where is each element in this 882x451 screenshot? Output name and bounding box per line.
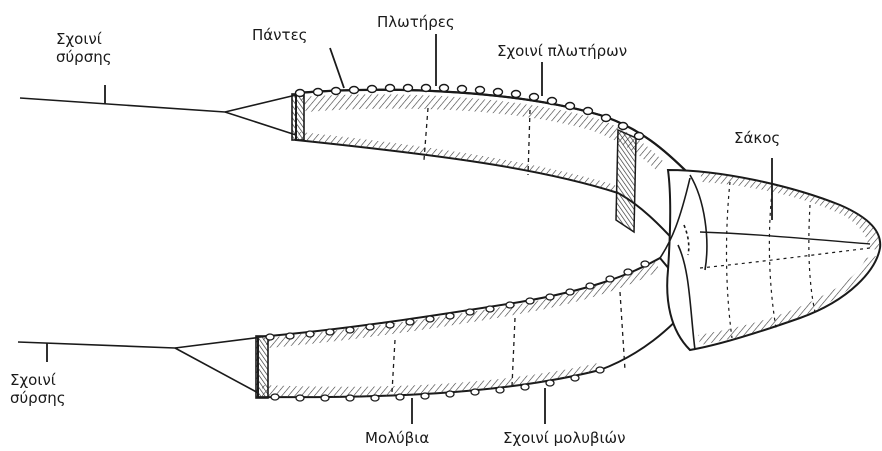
label-tow-rope-bottom-line2: σύρσης	[10, 389, 66, 407]
label-wings: Πάντες	[252, 26, 308, 44]
label-weights: Μολύβια	[365, 429, 429, 447]
label-tow-rope-bottom: Σχοινί σύρσης	[10, 371, 66, 407]
tow-rope-top-line	[20, 95, 296, 135]
label-bag: Σάκος	[734, 129, 780, 147]
label-floats: Πλωτήρες	[377, 13, 455, 31]
label-tow-rope-bottom-line1: Σχοινί	[10, 371, 66, 389]
label-float-rope: Σχοινί πλωτήρων	[497, 42, 627, 60]
bag	[667, 170, 880, 350]
label-tow-rope-top-line1: Σχοινί	[56, 30, 112, 48]
label-tow-rope-top-line2: σύρσης	[56, 48, 112, 66]
upper-wing	[292, 90, 690, 245]
label-tow-rope-top: Σχοινί σύρσης	[56, 30, 112, 66]
label-weight-rope: Σχοινί μολυβιών	[503, 429, 625, 447]
lower-wing	[256, 258, 695, 398]
